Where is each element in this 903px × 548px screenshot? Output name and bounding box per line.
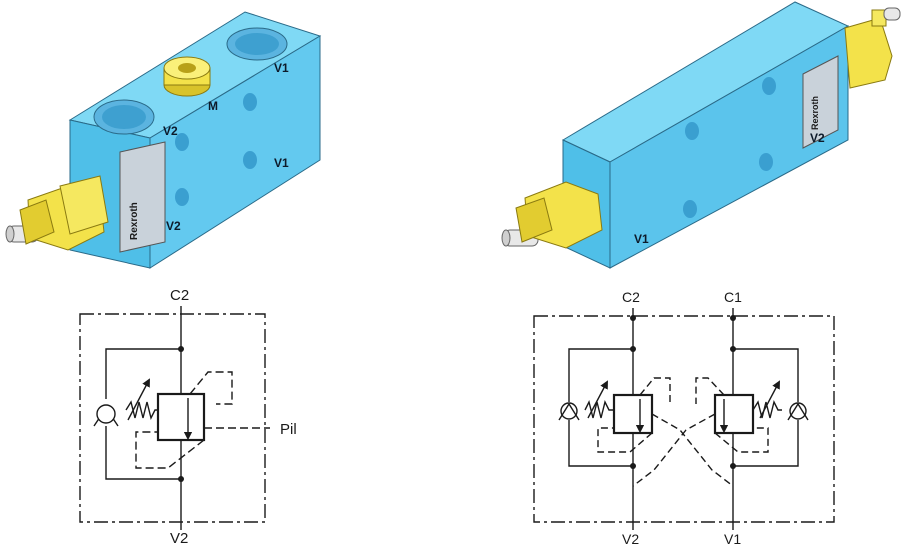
check-valve-left [560, 402, 578, 420]
label-v1-side: V1 [274, 156, 289, 170]
label-v1-top: V1 [274, 61, 289, 75]
adjustable-spring [125, 400, 158, 421]
port-label-c1: C1 [724, 289, 742, 305]
port-label-c2: C2 [622, 289, 640, 305]
mounting-hole [243, 93, 257, 111]
valve-element-left [612, 393, 654, 435]
label-v2: V2 [810, 131, 825, 145]
mounting-hole [243, 151, 257, 169]
mounting-hole [683, 200, 697, 218]
nameplate [119, 141, 166, 253]
schematic-boundary [79, 313, 266, 523]
cross-pilot-1 [651, 413, 734, 487]
valve-element-right [713, 393, 755, 435]
port-label-v2: V2 [622, 531, 639, 547]
nameplate-brand: Rexroth [810, 96, 820, 130]
nameplate-brand: Rexroth [129, 202, 140, 240]
port-label-pilot: Pil [280, 421, 297, 438]
valve-body-side-face [609, 25, 849, 269]
cross-pilot-2 [632, 413, 716, 487]
valve-element [156, 392, 206, 442]
gauge-port-fitting [163, 56, 211, 97]
right-valve-model: Rexroth V2 V1 [501, 1, 901, 269]
pilot-fitting-front [501, 181, 603, 249]
right-schematic [533, 308, 835, 530]
label-v2-top: V2 [163, 124, 178, 138]
schematic-boundary [533, 315, 835, 523]
port-label-c2: C2 [170, 287, 189, 304]
left-valve-model: Rexroth V1 M V2 V1 V2 [5, 11, 322, 269]
port-label-v2: V2 [170, 530, 188, 547]
label-v2-side: V2 [166, 219, 181, 233]
mounting-hole [685, 122, 699, 140]
check-valve-right [789, 402, 807, 420]
label-m: M [208, 99, 218, 113]
mounting-hole [175, 133, 189, 151]
port-label-v1: V1 [724, 531, 741, 547]
mounting-hole [759, 153, 773, 171]
pilot-fitting [5, 175, 109, 251]
pilot-fitting-back [844, 7, 901, 89]
mounting-hole [762, 77, 776, 95]
label-v1: V1 [634, 232, 649, 246]
nameplate [802, 55, 839, 149]
mounting-hole [175, 188, 189, 206]
left-schematic [79, 306, 270, 530]
